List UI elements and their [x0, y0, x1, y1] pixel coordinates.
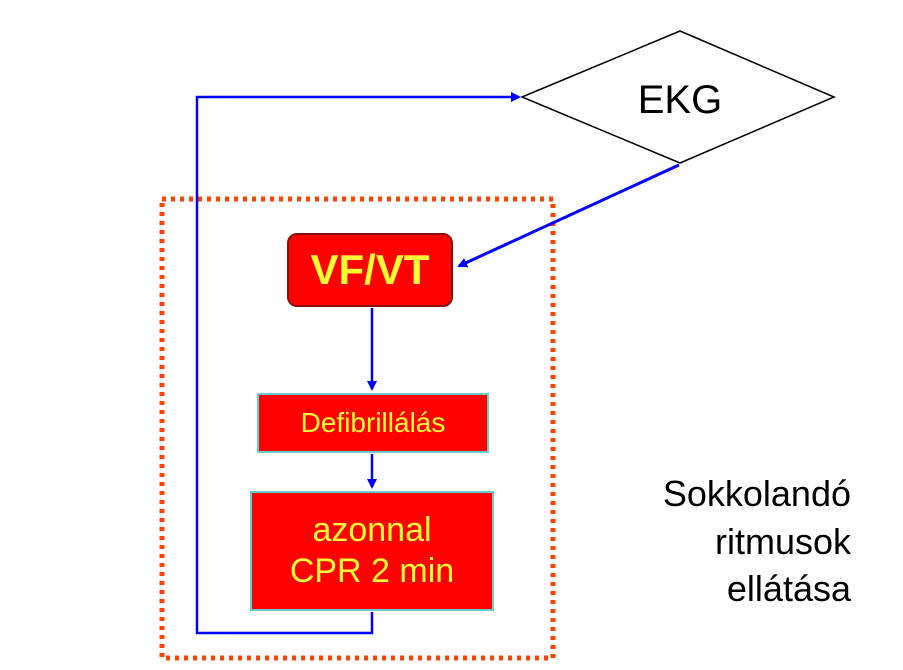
side-note-line-2: ritmusok — [714, 520, 851, 562]
side-note-line-1: Sokkolandó — [662, 473, 851, 514]
ekg-label: EKG — [637, 78, 723, 122]
vf-vt-label: VF/VT — [310, 246, 430, 293]
ekg-diamond — [520, 30, 836, 164]
arrow-ekg-to-vfvt — [457, 163, 680, 268]
arrow-loop-back-to-ekg — [195, 92, 521, 635]
defibrillation-box: Defibrillálás — [257, 393, 489, 453]
side-note: Sokkolandó ritmusok ellátása — [663, 470, 851, 613]
vf-vt-box: VF/VT — [287, 233, 453, 307]
cpr-label-line-1: azonnal — [312, 511, 432, 550]
dotted-frame — [159, 196, 556, 661]
cpr-label-line-2: CPR 2 min — [289, 552, 455, 590]
side-note-line-3: ellátása — [726, 568, 851, 610]
defibrillation-label: Defibrillálás — [300, 407, 446, 438]
cpr-box: azonnal CPR 2 min — [250, 491, 494, 611]
